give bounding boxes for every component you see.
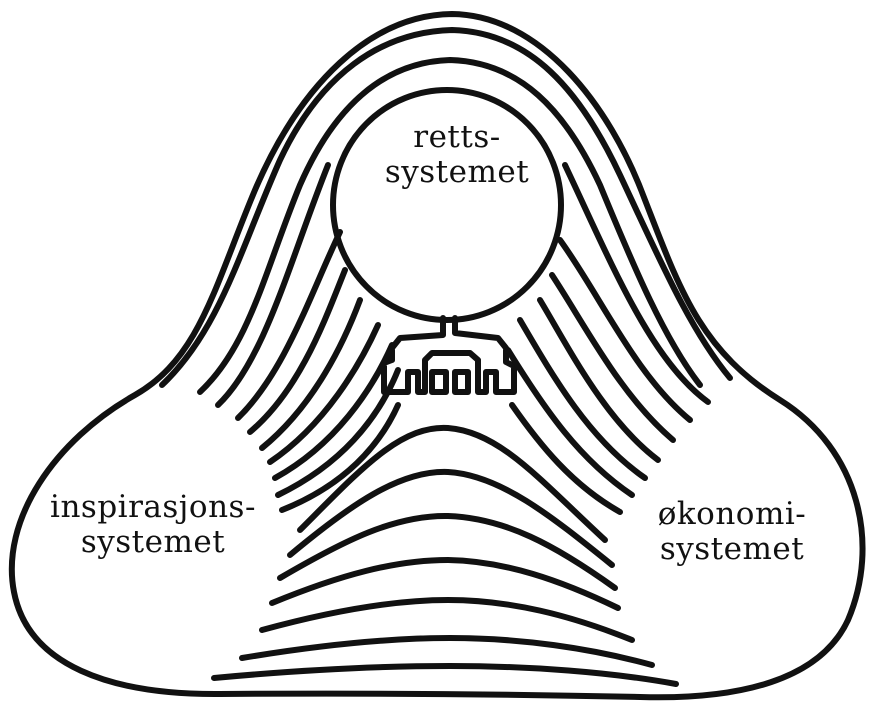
label-rettssystemet: retts- systemet xyxy=(367,120,547,190)
label-rettssystemet-line1: retts- xyxy=(367,120,547,155)
label-inspirasjonssystemet-line2: systemet xyxy=(28,525,278,560)
label-okonomisystemet-line2: systemet xyxy=(632,532,832,567)
mound-line-5 xyxy=(262,600,632,640)
label-okonomisystemet: økonomi- systemet xyxy=(632,497,832,567)
mound-line-6 xyxy=(242,638,652,665)
label-inspirasjonssystemet-line1: inspirasjons- xyxy=(28,490,278,525)
label-okonomisystemet-line1: økonomi- xyxy=(632,497,832,532)
oval-stem xyxy=(384,318,514,392)
label-rettssystemet-line2: systemet xyxy=(367,155,547,190)
label-inspirasjonssystemet: inspirasjons- systemet xyxy=(28,490,278,560)
right-line-7 xyxy=(512,405,620,512)
mound-line-7 xyxy=(214,666,676,684)
